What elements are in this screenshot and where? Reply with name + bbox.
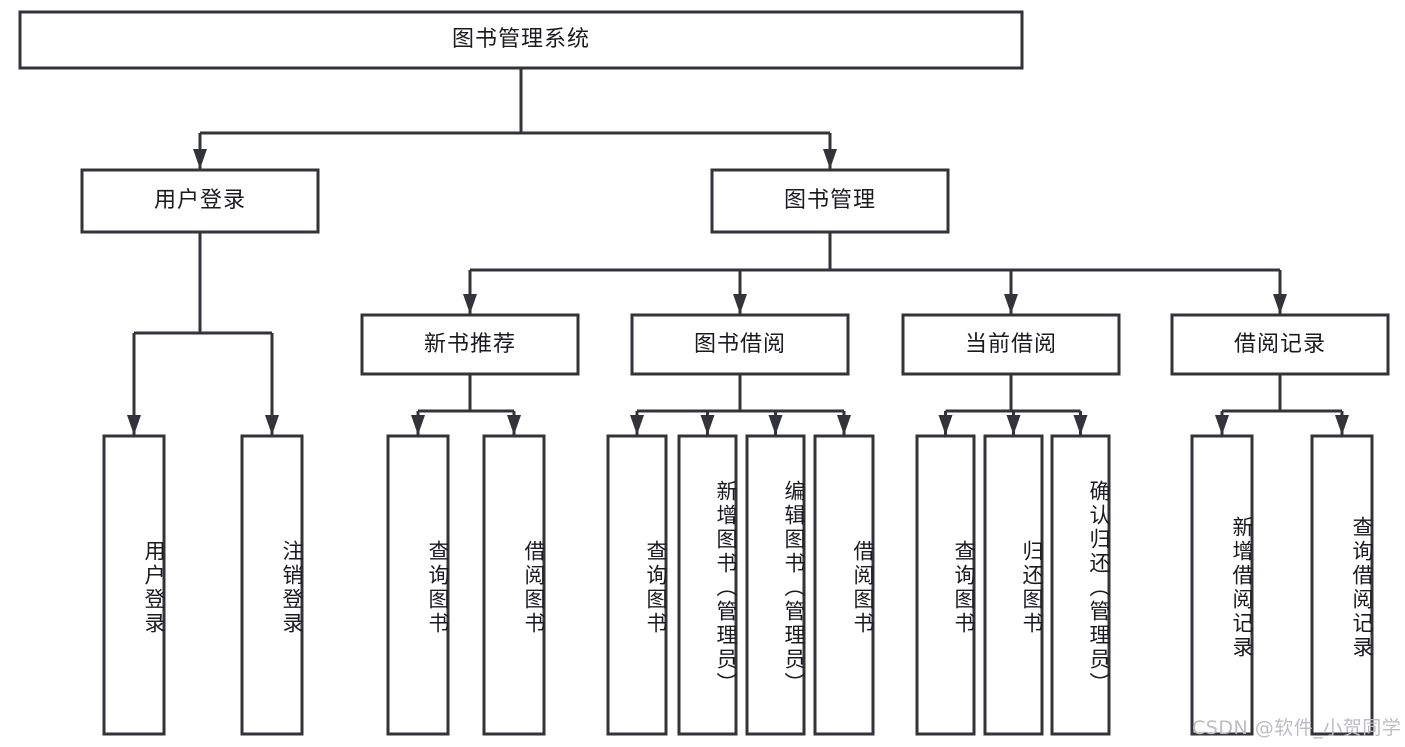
node-box-leaf-query-borrow-record[interactable] [1310,434,1374,736]
node-box-leaf-query-book-borrow[interactable] [606,434,668,736]
node-box-borrow-record[interactable] [1170,313,1390,376]
node-box-leaf-query-book-recommend[interactable] [386,434,450,736]
node-box-leaf-confirm-return-admin[interactable] [1050,434,1111,736]
node-box-book-management[interactable] [710,168,950,234]
node-box-book-borrow[interactable] [630,313,850,376]
node-box-leaf-user-login[interactable] [102,434,166,736]
node-box-new-book-recommend[interactable] [360,313,580,376]
node-box-leaf-logout-login[interactable] [240,434,304,736]
node-box-leaf-return-book[interactable] [983,434,1044,736]
node-box-leaf-query-book-current[interactable] [915,434,976,736]
node-rectangles [18,10,1390,736]
node-box-user-login[interactable] [80,168,320,234]
node-box-leaf-add-book-admin[interactable] [677,434,738,736]
node-box-leaf-edit-book-admin[interactable] [745,434,806,736]
node-box-current-borrow[interactable] [901,313,1121,376]
node-box-leaf-borrow-book[interactable] [813,434,875,736]
node-box-leaf-borrow-book-recommend[interactable] [482,434,546,736]
node-box-root[interactable] [18,10,1024,70]
node-box-leaf-add-borrow-record[interactable] [1190,434,1254,736]
connector-lines [127,68,1349,435]
